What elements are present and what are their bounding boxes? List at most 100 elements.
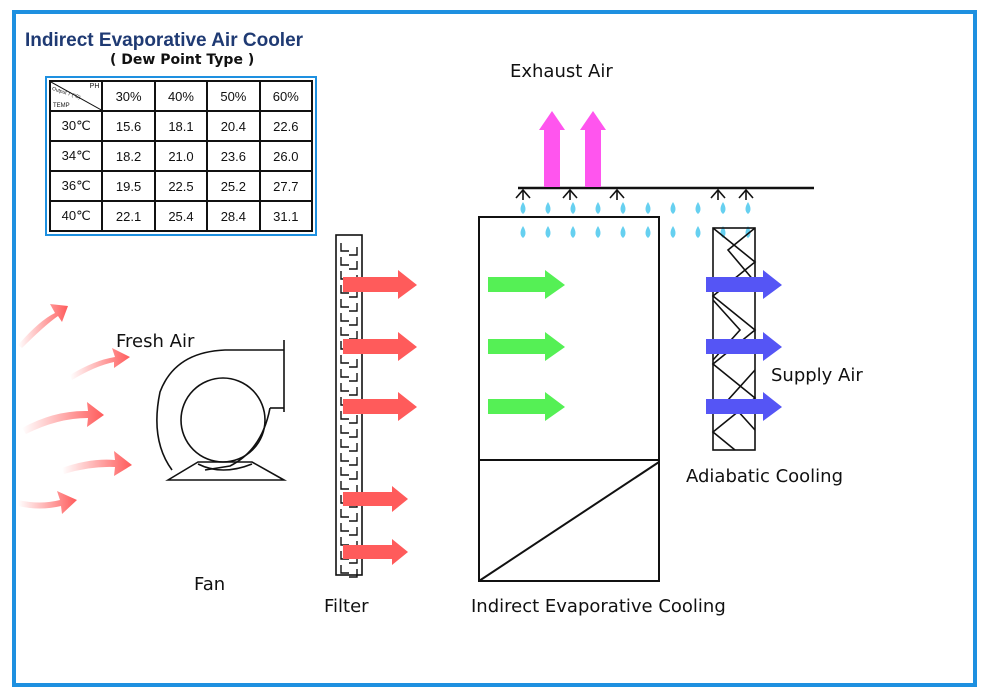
water-drop-icon [595, 202, 601, 214]
water-drop-icon [670, 202, 676, 214]
fan-icon [156, 340, 288, 481]
table-cell: 22.1 [101, 200, 156, 232]
water-drop-icon [620, 226, 626, 238]
water-drop-icon [595, 226, 601, 238]
fan-label: Fan [194, 574, 226, 595]
corner-temp-label: TEMP [53, 103, 70, 109]
column-header: 40% [153, 80, 209, 112]
table-corner-cell: PH Output T (°C) TEMP [48, 80, 104, 112]
adiabatic-cooling-label: Adiabatic Cooling [686, 466, 844, 487]
table-row: 36℃ 19.5 22.5 25.2 27.7 [48, 170, 314, 202]
water-drop-icon [695, 226, 701, 238]
filter-mesh [340, 257, 349, 266]
filter-mesh [340, 523, 349, 532]
exhaust-air-arrow [580, 111, 606, 187]
blue-air-arrow [706, 332, 782, 361]
table-cell: 28.4 [206, 200, 261, 232]
filter-mesh [349, 443, 358, 452]
filter-mesh [349, 247, 358, 256]
corner-diagonal [51, 82, 102, 110]
filter-mesh [349, 471, 358, 480]
indirect-cooling-label: Indirect Evaporative Cooling [471, 596, 726, 617]
table-cell: 31.1 [258, 200, 314, 232]
filter-mesh [349, 429, 358, 438]
table-row: 40℃ 22.1 25.4 28.4 31.1 [48, 200, 314, 232]
filter-mesh [340, 299, 349, 308]
filter-mesh [349, 303, 358, 312]
water-drop-icon [695, 202, 701, 214]
green-air-arrow [488, 270, 565, 299]
water-drop-icon [670, 226, 676, 238]
row-header: 40℃ [48, 200, 104, 232]
filter-mesh [340, 481, 349, 490]
filter-mesh [340, 243, 349, 252]
red-air-arrow [343, 270, 417, 299]
filter-mesh [340, 285, 349, 294]
table-cell: 23.6 [206, 140, 261, 172]
row-header: 30℃ [48, 110, 104, 142]
filter-mesh [349, 387, 358, 396]
water-drop-icon [720, 202, 726, 214]
table-cell: 19.5 [101, 170, 156, 202]
supply-air-arrows [706, 270, 782, 421]
table-cell: 21.0 [153, 140, 209, 172]
filter-mesh [349, 457, 358, 466]
dew-point-table: PH Output T (°C) TEMP 30% 40% 50% 60% 30… [45, 76, 317, 236]
row-header: 34℃ [48, 140, 104, 172]
table-cell: 20.4 [206, 110, 261, 142]
water-sprinkler-pipe [515, 186, 814, 200]
filter-mesh [340, 313, 349, 322]
filter-mesh [349, 359, 358, 368]
fresh-air-arrow [18, 304, 68, 348]
red-air-arrow [343, 332, 417, 361]
table-cell: 27.7 [258, 170, 314, 202]
row-header: 36℃ [48, 170, 104, 202]
filter-mesh [340, 439, 349, 448]
water-drop-icon [520, 202, 526, 214]
water-drop-icon [645, 226, 651, 238]
red-air-arrow [343, 486, 408, 512]
column-header: 30% [101, 80, 156, 112]
table-cell: 26.0 [258, 140, 314, 172]
green-air-arrow [488, 392, 565, 421]
filter-mesh [349, 317, 358, 326]
table-cell: 25.4 [153, 200, 209, 232]
column-header: 60% [258, 80, 314, 112]
fresh-air-arrow [22, 402, 104, 434]
corner-ph-label: PH [89, 83, 100, 90]
water-drop-icon [545, 226, 551, 238]
exhaust-air-arrows [539, 111, 606, 187]
filter-mesh [340, 355, 349, 364]
table-row: 30℃ 15.6 18.1 20.4 22.6 [48, 110, 314, 142]
filter-mesh [340, 327, 349, 336]
filter-mesh [340, 369, 349, 378]
table-row: 34℃ 18.2 21.0 23.6 26.0 [48, 140, 314, 172]
table-cell: 15.6 [101, 110, 156, 142]
fresh-air-arrow [70, 348, 130, 380]
diagram-title: Indirect Evaporative Air Cooler [25, 30, 304, 51]
blue-air-arrow [706, 392, 782, 421]
filter-mesh [340, 467, 349, 476]
water-drop-icon [620, 202, 626, 214]
table-cell: 22.5 [153, 170, 209, 202]
column-header: 50% [206, 80, 261, 112]
exhaust-air-label: Exhaust Air [510, 61, 613, 82]
filter-mesh [340, 425, 349, 434]
blue-air-arrow [706, 270, 782, 299]
heat-exchange-arrows [488, 270, 565, 421]
water-drop-icon [570, 226, 576, 238]
filter-mesh [349, 513, 358, 522]
filter-mesh [340, 383, 349, 392]
red-air-arrow [343, 392, 417, 421]
water-drop-icon [545, 202, 551, 214]
filter-mesh [349, 569, 358, 578]
diagram-subtitle: ( Dew Point Type ) [110, 52, 255, 68]
filter-mesh [340, 453, 349, 462]
water-drop-icon [645, 202, 651, 214]
diagram-frame [12, 10, 977, 687]
fresh-air-arrows [18, 304, 132, 514]
red-air-arrow [343, 539, 408, 565]
filter-mesh [340, 565, 349, 574]
table-cell: 18.1 [153, 110, 209, 142]
